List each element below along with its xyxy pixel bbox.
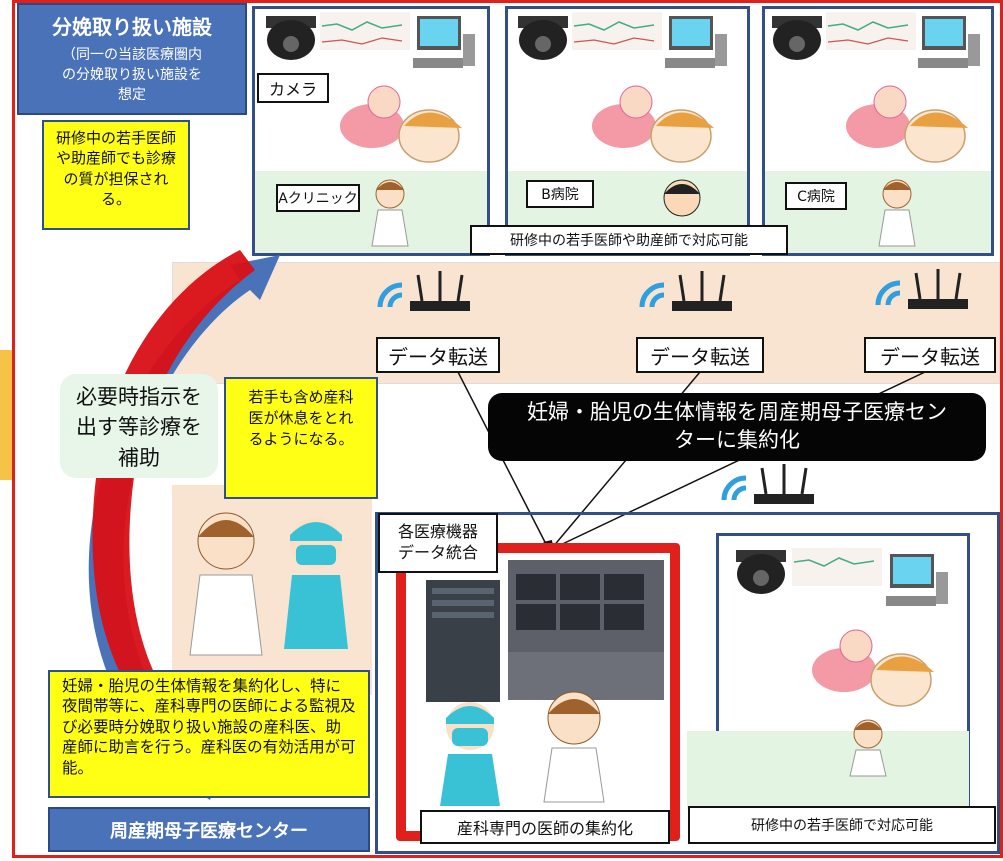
monitor-icon — [413, 16, 475, 68]
center-room-equipment — [736, 548, 948, 777]
center-name: 周産期母子医療センター — [48, 807, 370, 852]
data-transfer-label-1: データ転送 — [376, 337, 500, 373]
support-callout: 必要時指示を出す等診療を補助 — [60, 374, 218, 478]
data-transfer-label-3: データ転送 — [864, 337, 996, 373]
left-staff — [189, 512, 348, 656]
summary-callout: 妊婦・胎児の生体情報を集約化し、特に夜間帯等に、産科専門の医師による監視及び必要… — [48, 670, 370, 798]
rest-callout: 若手も含め産科医が休息をとれるようになる。 — [224, 377, 378, 499]
ctg-strip-icon — [572, 12, 662, 50]
midwife-icon — [849, 719, 887, 777]
data-integration-label: 各医療機器 データ統合 — [378, 513, 498, 573]
midwife-icon — [371, 179, 409, 247]
facility-subtitle-1: （同一の当該医療圏内 — [62, 47, 202, 63]
routers — [377, 269, 968, 311]
young-only-label: 研修中の若手医師で対応可能 — [688, 806, 996, 844]
data-integration-line-2: データ統合 — [397, 543, 478, 562]
nurse-icon — [663, 179, 701, 217]
facility-title: 分娩取り扱い施設 — [52, 15, 212, 39]
center-container — [375, 512, 1000, 854]
patient-icon — [340, 85, 462, 163]
monitor-icon — [918, 16, 980, 68]
patient-icon — [592, 85, 714, 163]
midwife-icon — [878, 179, 916, 247]
left-arrow-tab — [0, 350, 14, 480]
router-icon — [639, 271, 732, 311]
camera-label: カメラ — [257, 73, 329, 103]
data-transfer-label-2: データ転送 — [636, 337, 764, 373]
camera-icon — [518, 16, 568, 60]
quality-callout: 研修中の若手医師や助産師でも診療の質が担保される。 — [42, 120, 190, 230]
control-room-photo-icon — [508, 560, 664, 700]
center-equipment — [426, 560, 664, 806]
facility-name-c: C病院 — [785, 182, 847, 210]
facility-name-a: Aクリニック — [276, 184, 360, 212]
server-icon — [426, 580, 500, 702]
doctor-icon — [189, 512, 263, 656]
room-floor — [687, 731, 969, 809]
patient-icon — [812, 629, 934, 707]
center-router — [721, 464, 814, 504]
surgeon-icon — [440, 702, 500, 806]
doctor-icon — [543, 691, 605, 803]
camera-icon — [266, 16, 316, 60]
ctg-strip-icon — [826, 12, 916, 50]
facility-name-b: B病院 — [526, 180, 594, 208]
young-doctor-support-label: 研修中の若手医師や助産師で対応可能 — [470, 225, 788, 255]
data-zone-background — [172, 262, 1000, 384]
ctg-strip-icon — [320, 12, 410, 50]
ctg-strip-icon — [792, 548, 882, 586]
monitor-icon — [665, 16, 727, 68]
room-equipment — [266, 12, 980, 247]
monitor-icon — [886, 554, 948, 606]
router-icon — [721, 464, 814, 504]
router-icon — [377, 271, 470, 311]
facility-subtitle-3: 想定 — [118, 87, 146, 103]
facility-subtitle-2: の分娩取り扱い施設を — [62, 67, 202, 83]
patient-icon — [846, 85, 968, 163]
camera-icon — [772, 16, 822, 60]
facility-header: 分娩取り扱い施設 （同一の当該医療圏内 の分娩取り扱い施設を 想定 — [17, 3, 247, 115]
surgeon-icon — [284, 517, 348, 649]
camera-icon — [736, 550, 786, 594]
specialist-centralize-label: 産科専門の医師の集約化 — [420, 810, 670, 844]
data-integration-line-1: 各医療機器 — [397, 522, 478, 542]
router-icon — [875, 269, 968, 309]
aggregate-title: 妊婦・胎児の生体情報を周産期母子医療センターに集約化 — [488, 393, 986, 461]
